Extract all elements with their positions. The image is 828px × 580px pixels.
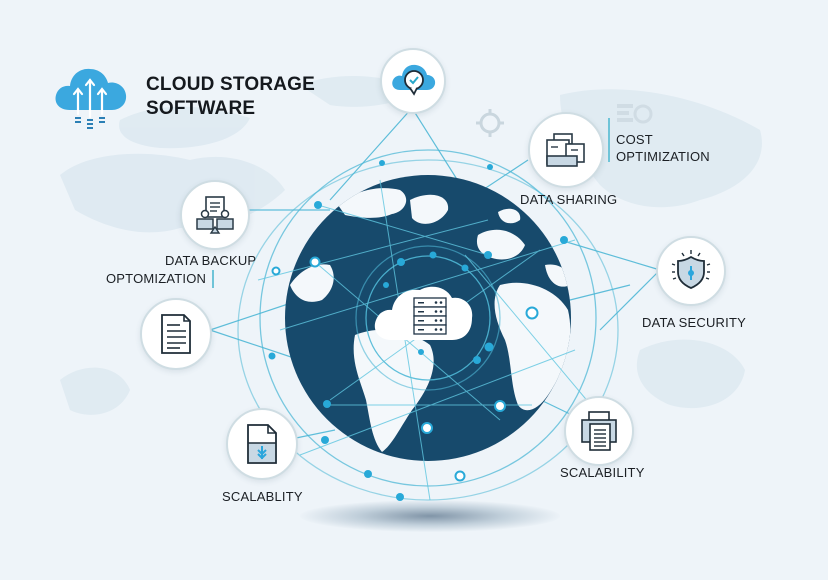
feature-node-data-security[interactable] [656, 236, 726, 306]
title-line-1: CLOUD STORAGE [146, 74, 316, 95]
app-title-block: CLOUD STORAGE SOFTWARE [52, 62, 315, 132]
feature-node-cloud-check[interactable] [380, 48, 446, 114]
file-folders-icon [546, 133, 585, 167]
users-document-icon [196, 196, 234, 234]
stacked-documents-icon [581, 411, 617, 451]
feature-node-data-sharing[interactable] [528, 112, 604, 188]
feature-label-cost-optimization: COST OPTIMIZATION [616, 131, 710, 165]
feature-node-scalability-right[interactable] [564, 396, 634, 466]
feature-node-scalability-left[interactable] [226, 408, 298, 480]
file-download-icon [247, 424, 277, 464]
feature-node-document[interactable] [140, 298, 212, 370]
divider-bar-backup [212, 270, 214, 288]
title-line-2: SOFTWARE [146, 98, 256, 119]
gear-icon [476, 109, 504, 137]
shield-icon [671, 250, 711, 289]
settings-list-icon [617, 104, 653, 124]
divider-bar [608, 118, 610, 162]
feature-label-data-backup-line2: OPTOMIZATION [106, 271, 207, 286]
globe-shadow [300, 500, 560, 532]
feature-node-data-backup[interactable] [180, 180, 250, 250]
feature-label-data-backup-line1: DATA BACKUP [165, 253, 257, 268]
feature-label-data-security: DATA SECURITY [642, 315, 746, 330]
network-nodes [268, 160, 568, 501]
feature-label-data-sharing: DATA SHARING [520, 192, 618, 207]
cost-line-1: COST [616, 132, 653, 147]
cloud-server-icon [374, 286, 473, 340]
cloud-check-pin-icon [392, 64, 436, 96]
cloud-upload-icon [55, 68, 127, 129]
feature-label-scalability-left: SCALABLITY [222, 489, 303, 504]
cost-line-2: OPTIMIZATION [616, 149, 710, 164]
network-hubs [271, 256, 539, 482]
feature-label-scalability-right: SCALABILITY [560, 465, 645, 480]
globe-continents [290, 188, 571, 452]
app-title: CLOUD STORAGE SOFTWARE [146, 73, 315, 121]
document-icon [161, 314, 191, 354]
